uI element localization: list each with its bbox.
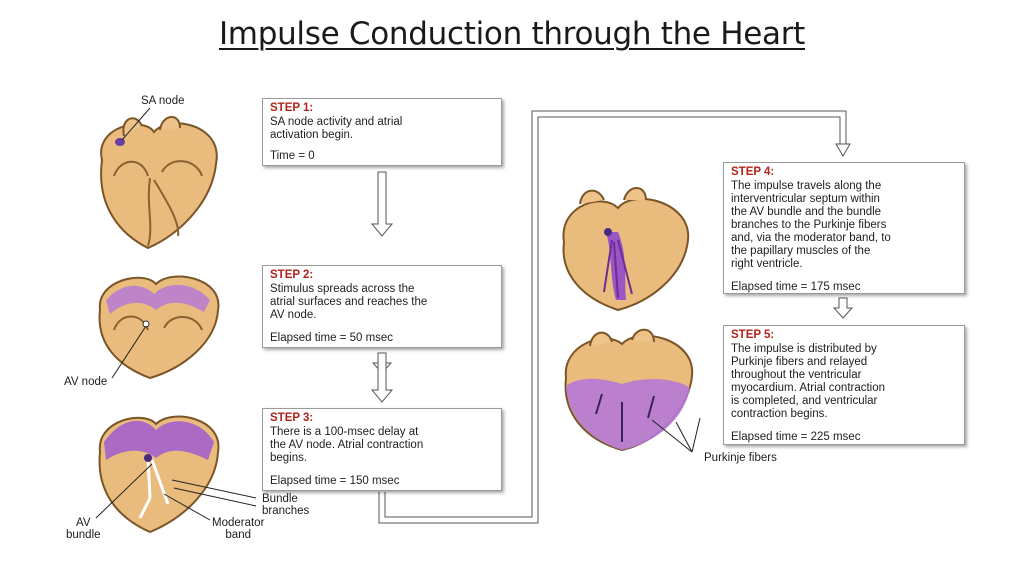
step-2-heading: STEP 2: <box>270 269 314 281</box>
step-3-text: There is a 100-msec delay at the AV node… <box>270 426 424 464</box>
step-2-time: Elapsed time = 50 msec <box>270 332 394 344</box>
step-4-box: STEP 4: The impulse travels along the in… <box>723 162 965 294</box>
heart-illustration-step3 <box>98 415 220 534</box>
step-3-box: STEP 3: There is a 100-msec delay at the… <box>262 408 502 491</box>
step-2-text: Stimulus spreads across the atrial surfa… <box>270 283 428 321</box>
heart-illustration-step1 <box>100 116 218 250</box>
page-title: Impulse Conduction through the Heart <box>218 16 806 52</box>
step-5-heading: STEP 5: <box>731 329 775 341</box>
step-3-time: Elapsed time = 150 msec <box>270 475 400 487</box>
label-bundle-branches: Bundle branches <box>262 493 310 517</box>
label-av-bundle: AV bundle <box>66 517 101 541</box>
step-3-heading: STEP 3: <box>270 412 314 424</box>
step-2-box: STEP 2: Stimulus spreads across the atri… <box>262 265 502 348</box>
label-sa-node: SA node <box>141 95 185 107</box>
label-moderator-band: Moderator band <box>212 517 265 541</box>
step-5-box: STEP 5: The impulse is distributed by Pu… <box>723 325 965 445</box>
step-4-text: The impulse travels along the interventr… <box>731 180 891 270</box>
heart-illustration-step4 <box>562 187 690 312</box>
step-5-time: Elapsed time = 225 msec <box>731 431 861 443</box>
step-1-box: STEP 1: SA node activity and atrial acti… <box>262 98 502 166</box>
heart-illustration-step2 <box>98 275 220 380</box>
step-4-time: Elapsed time = 175 msec <box>731 281 861 293</box>
step-4-heading: STEP 4: <box>731 166 775 178</box>
label-purkinje-fibers: Purkinje fibers <box>704 452 777 464</box>
arrow-step2-to-step3-shaft <box>370 352 394 403</box>
step-1-text: SA node activity and atrial activation b… <box>270 116 403 141</box>
heart-illustration-step5 <box>564 328 694 452</box>
step-5-text: The impulse is distributed by Purkinje f… <box>731 343 886 420</box>
label-av-node: AV node <box>64 376 108 388</box>
step-1-time: Time = 0 <box>270 150 315 162</box>
route-step3-to-step4 <box>379 111 846 523</box>
arrowhead-step4 <box>835 143 851 157</box>
step-1-heading: STEP 1: <box>270 102 314 114</box>
